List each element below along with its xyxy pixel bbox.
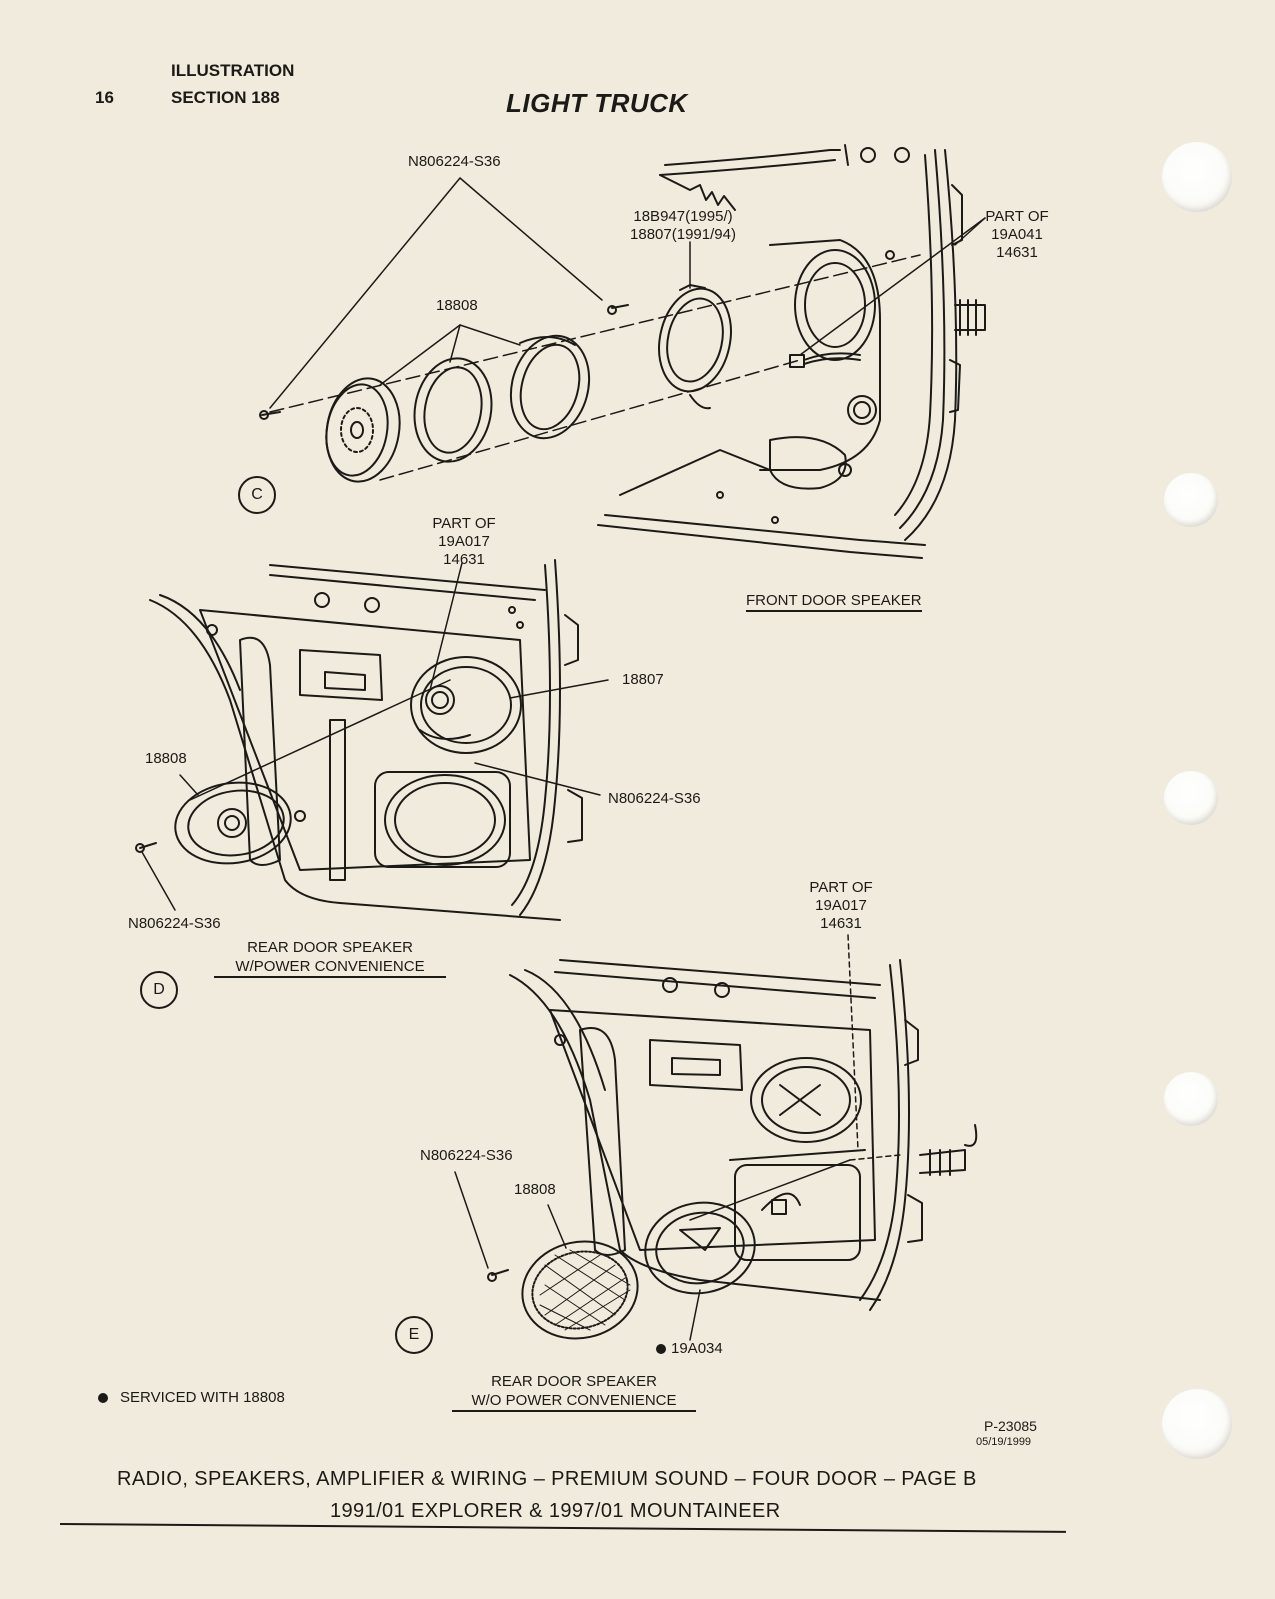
callout-part-of-line3: 14631 bbox=[996, 244, 1038, 261]
callout-bracket-d: 18807 bbox=[622, 671, 664, 688]
callout-part-of: PART OF 19A041 14631 bbox=[980, 208, 1054, 262]
caption-rear-door-no-power-line1: REAR DOOR SPEAKER bbox=[491, 1373, 657, 1390]
illustration-label: ILLUSTRATION bbox=[171, 61, 295, 80]
view-letter-e: E bbox=[395, 1316, 433, 1354]
callout-part-of-line1: PART OF bbox=[985, 208, 1049, 225]
callout-part-of-d-line2: 19A017 bbox=[438, 533, 490, 550]
caption-rear-door-no-power: REAR DOOR SPEAKER W/O POWER CONVENIENCE bbox=[452, 1372, 696, 1412]
callout-speaker: 18808 bbox=[436, 297, 478, 314]
callout-screw-d-right: N806224-S36 bbox=[608, 790, 701, 807]
caption-rear-door-power-line1: REAR DOOR SPEAKER bbox=[247, 939, 413, 956]
callout-part-of-d-line1: PART OF bbox=[432, 515, 496, 532]
binder-hole bbox=[1162, 1389, 1232, 1459]
rear-door-power-drawing bbox=[135, 559, 609, 921]
callout-bracket-line2: 18807(1991/94) bbox=[630, 226, 736, 243]
callout-part-of-e-line1: PART OF bbox=[809, 879, 873, 896]
page-title: LIGHT TRUCK bbox=[506, 88, 688, 118]
callout-screw: N806224-S36 bbox=[408, 153, 501, 170]
caption-rear-door-power: REAR DOOR SPEAKER W/POWER CONVENIENCE bbox=[214, 938, 446, 978]
front-door-drawing bbox=[259, 144, 986, 559]
page-number: 16 bbox=[95, 88, 114, 107]
callout-bracket: 18B947(1995/) 18807(1991/94) bbox=[608, 208, 758, 244]
rear-door-no-power-drawing bbox=[454, 934, 978, 1354]
callout-part-of-d-line3: 14631 bbox=[443, 551, 485, 568]
callout-screw-d-left: N806224-S36 bbox=[128, 915, 221, 932]
binder-hole bbox=[1164, 1072, 1218, 1126]
footer-subtitle: 1991/01 EXPLORER & 1997/01 MOUNTAINEER bbox=[330, 1500, 781, 1522]
view-letter-c: C bbox=[238, 476, 276, 514]
caption-rear-door-no-power-line2: W/O POWER CONVENIENCE bbox=[471, 1392, 677, 1409]
caption-rear-door-power-line2: W/POWER CONVENIENCE bbox=[235, 958, 425, 975]
callout-part-of-d: PART OF 19A017 14631 bbox=[427, 515, 501, 569]
part-number: P-23085 bbox=[984, 1418, 1037, 1434]
binder-hole bbox=[1162, 142, 1232, 212]
part-date: 05/19/1999 bbox=[976, 1436, 1032, 1448]
callout-speaker-d: 18808 bbox=[145, 750, 187, 767]
caption-front-door: FRONT DOOR SPEAKER bbox=[746, 591, 922, 612]
callout-bracket-line1: 18B947(1995/) bbox=[633, 208, 733, 225]
serviced-note: SERVICED WITH 18808 bbox=[120, 1389, 285, 1406]
view-letter-d: D bbox=[140, 971, 178, 1009]
section-label: SECTION 188 bbox=[171, 88, 280, 107]
callout-part-of-e: PART OF 19A017 14631 bbox=[804, 879, 878, 933]
callout-part-of-line2: 19A041 bbox=[991, 226, 1043, 243]
binder-hole bbox=[1164, 473, 1218, 527]
callout-screw-e: N806224-S36 bbox=[420, 1147, 513, 1164]
callout-part-of-e-line3: 14631 bbox=[820, 915, 862, 932]
footer-title: RADIO, SPEAKERS, AMPLIFIER & WIRING – PR… bbox=[117, 1468, 977, 1490]
callout-speaker-e: 18808 bbox=[514, 1181, 556, 1198]
callout-part-of-e-line2: 19A017 bbox=[815, 897, 867, 914]
binder-hole bbox=[1164, 771, 1218, 825]
callout-bracket-e: 19A034 bbox=[671, 1340, 723, 1357]
